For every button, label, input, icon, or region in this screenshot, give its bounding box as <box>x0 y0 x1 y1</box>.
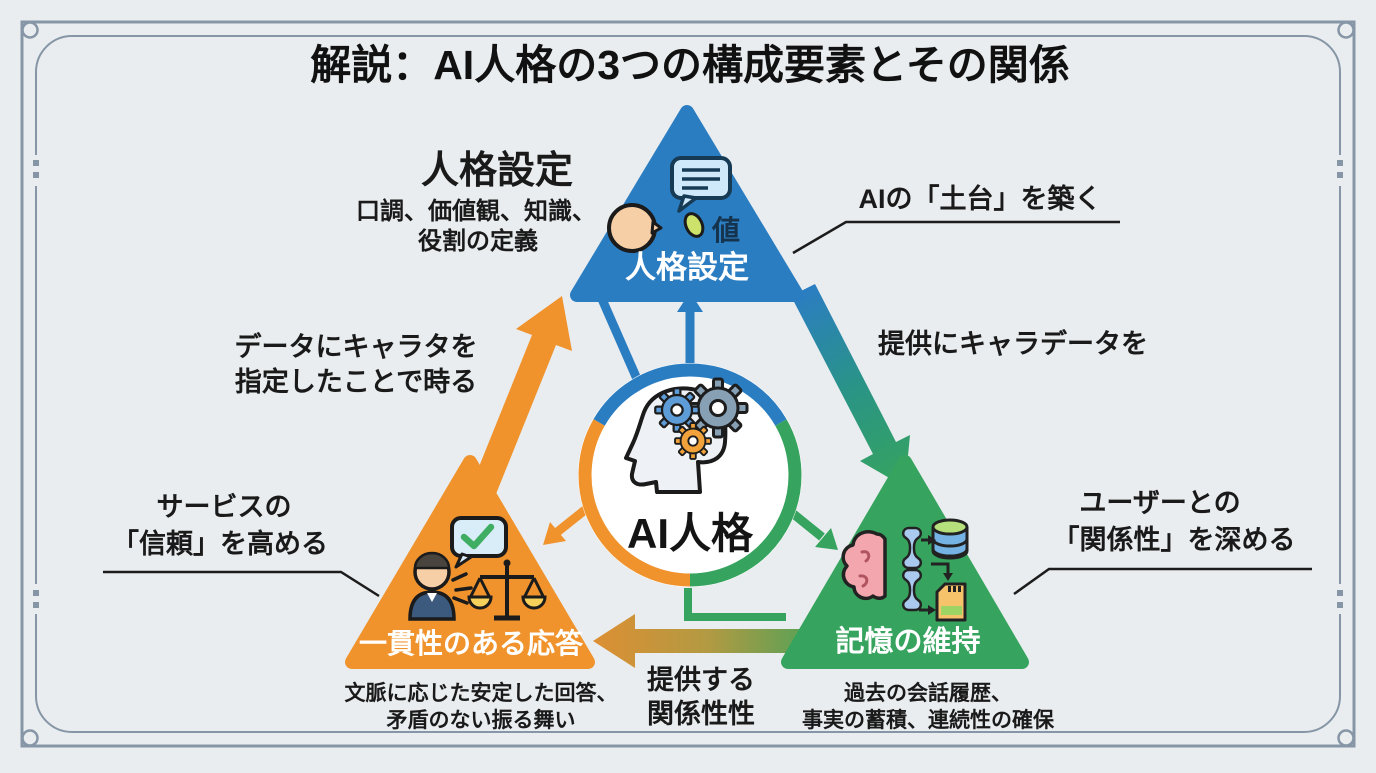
callout-lines <box>103 220 1312 598</box>
face-nose <box>650 220 663 235</box>
connector-consistency-arrowhead <box>543 522 566 545</box>
triangle-persona-label: 人格設定 <box>625 250 749 285</box>
leaf-icon <box>683 212 705 238</box>
frame-inner-line <box>35 35 1341 733</box>
persona-callout: AIの「土台」を築く <box>859 183 1102 214</box>
speech-bubble-icon <box>670 156 732 213</box>
flow-to-consistency-line2: 関係性性 <box>647 699 755 729</box>
check-bubble-icon <box>450 516 508 569</box>
frame-edge-dots <box>33 160 1343 608</box>
frame-outer-line <box>20 20 1356 748</box>
scales-icon <box>467 559 547 621</box>
face-profile-icon <box>607 203 657 253</box>
brain-icon <box>841 530 887 601</box>
frame-corner-circles <box>21 21 1355 747</box>
decorative-frame <box>20 20 1356 748</box>
persona-icon: 値 <box>607 156 740 253</box>
triangle-memory-label: 記憶の維持 <box>835 624 980 658</box>
consistency-desc-line1: 文脈に応じた安定した回答、 <box>345 681 618 705</box>
persona-desc-line1: 口調、価値観、知識、 <box>356 197 596 225</box>
value-glyph: 値 <box>711 215 740 246</box>
callout-line-foundation <box>792 220 1120 255</box>
flow-to-consistency-line1: 提供する <box>647 665 755 695</box>
sd-card-icon <box>935 582 967 622</box>
memory-desc-line1: 過去の会話履歴、 <box>844 681 1012 705</box>
consistency-callout-line2: 「信頼」を高める <box>112 528 328 559</box>
database-icon <box>931 518 969 560</box>
memory-callout-line2: 「関係性」を深める <box>1053 524 1296 555</box>
arrow-memory-to-consistency <box>593 614 848 668</box>
callout-line-trust <box>103 570 380 598</box>
gear-orange-icon <box>674 422 712 460</box>
memory-desc-line2: 事実の蓄積、連続性の確保 <box>802 708 1055 732</box>
connector-bottom-l <box>684 588 786 621</box>
triangle-consistency-label: 一貫性のある応答 <box>359 627 584 659</box>
hub-ring <box>578 363 802 587</box>
flow-to-persona-line2: 指定したことで時る <box>235 366 477 397</box>
consistency-desc-line2: 矛盾のない振る舞い <box>386 708 576 732</box>
sound-lines <box>451 572 473 605</box>
central-hub: AI人格 <box>578 363 802 587</box>
persona-desc-line2: 役割の定義 <box>418 227 538 255</box>
checkmark-icon <box>460 523 495 550</box>
memory-callout-line1: ユーザーとの <box>1079 488 1240 518</box>
arrow-persona-to-memory <box>791 284 910 487</box>
page-title: 解説：AI人格の3つの構成要素とその関係 <box>310 42 1070 88</box>
flow-to-memory: 提供にキャラデータを <box>878 328 1148 359</box>
head-gears-icon <box>624 377 749 494</box>
persona-heading: 人格設定 <box>421 150 573 192</box>
memory-icon <box>841 518 969 622</box>
connector-memory-arrowhead <box>815 528 838 550</box>
consistency-icon <box>408 516 547 621</box>
person-icon <box>408 551 456 621</box>
consistency-callout-line1: サービスの <box>157 492 292 522</box>
memory-flow-arrows <box>919 535 953 615</box>
hub-label: AI人格 <box>627 510 754 557</box>
flow-to-persona-line1: データにキャラタを <box>235 331 478 362</box>
callout-line-relation <box>1013 567 1312 596</box>
